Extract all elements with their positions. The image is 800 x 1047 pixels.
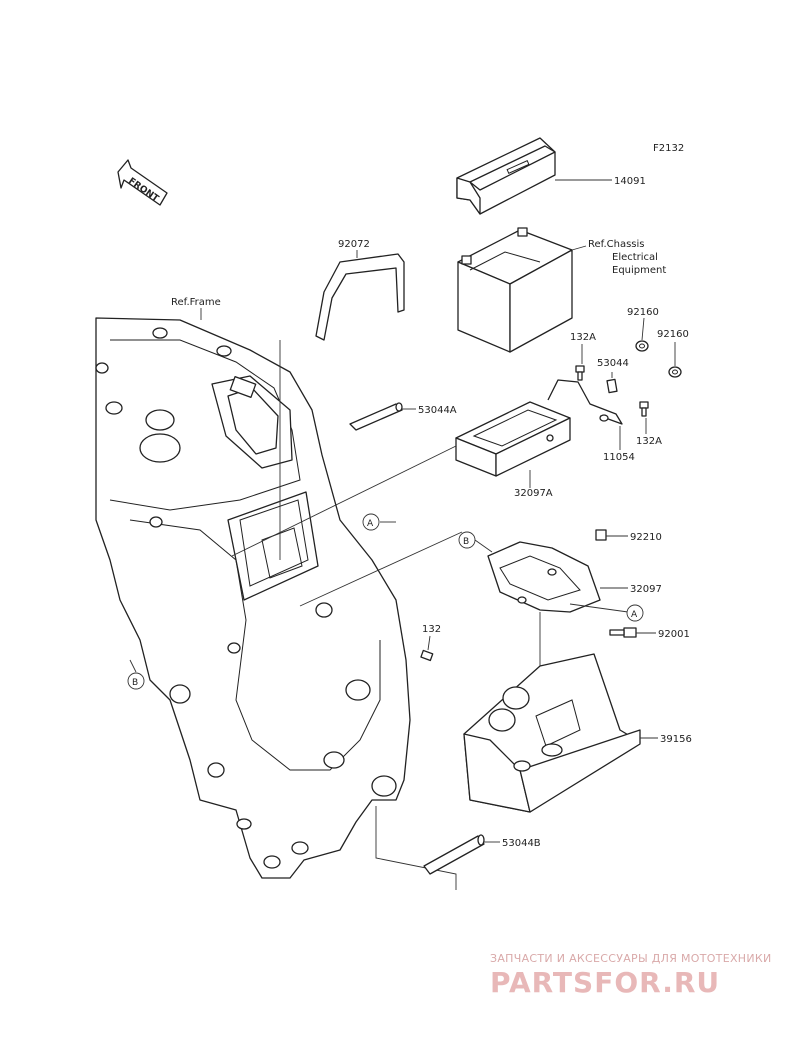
part-label-53044: 53044 xyxy=(597,358,629,369)
part-label-32097: 32097 xyxy=(630,584,662,595)
part-label-14091: 14091 xyxy=(614,176,646,187)
clip-92210 xyxy=(595,529,607,541)
grommet-92160-b xyxy=(668,366,682,378)
callout-b-frame xyxy=(127,672,145,690)
watermark-tagline: ЗАПЧАСТИ И АКСЕССУАРЫ ДЛЯ МОТОТЕХНИКИ xyxy=(490,952,772,965)
part-label-132A-bottom: 132A xyxy=(636,436,662,447)
part-label-92160-a: 92160 xyxy=(627,307,659,318)
battery-strap-92072 xyxy=(315,253,405,341)
ref-frame-label: Ref.Frame xyxy=(171,297,221,308)
battery-tray-32097A xyxy=(455,379,623,477)
part-label-39156: 39156 xyxy=(660,734,692,745)
motorcycle-frame xyxy=(95,317,411,879)
ref-chassis-line1: Ref.Chassis xyxy=(588,239,644,250)
bolt-132 xyxy=(420,649,434,662)
bracket-32097 xyxy=(487,541,601,613)
part-label-92210: 92210 xyxy=(630,532,662,543)
grommet-92160-a xyxy=(635,340,649,352)
battery-cover-14091 xyxy=(456,137,556,215)
part-label-32097A: 32097A xyxy=(514,488,553,499)
callout-a-bracket xyxy=(626,604,644,622)
callout-a-frame xyxy=(362,513,380,531)
ref-chassis-line2: Electrical xyxy=(612,252,658,263)
callout-a-bracket-label: A xyxy=(631,610,638,620)
part-label-92001: 92001 xyxy=(658,629,690,640)
rod-53044B xyxy=(423,834,485,875)
part-label-53044B: 53044B xyxy=(502,838,541,849)
bolt-132A-bottom xyxy=(639,401,649,417)
watermark-brand: PARTSFOR.RU xyxy=(490,966,720,999)
battery xyxy=(457,227,573,353)
part-label-92160-b: 92160 xyxy=(657,329,689,340)
ref-chassis-line3: Equipment xyxy=(612,265,666,276)
part-label-53044A: 53044A xyxy=(418,405,457,416)
bolt-132A-top xyxy=(575,365,585,381)
bolt-92001 xyxy=(609,627,637,638)
rod-53044A xyxy=(349,402,403,431)
part-label-11054: 11054 xyxy=(603,452,635,463)
battery-case-39156 xyxy=(463,653,641,813)
part-label-132A-top: 132A xyxy=(570,332,596,343)
front-arrow-icon: FRONT xyxy=(117,159,168,206)
callout-b-bracket-label: B xyxy=(463,537,469,547)
part-label-132: 132 xyxy=(422,624,441,635)
callout-b-frame-label: B xyxy=(132,678,138,688)
part-label-92072: 92072 xyxy=(338,239,370,250)
figure-id: F2132 xyxy=(653,143,684,154)
callout-a-frame-label: A xyxy=(367,519,374,529)
clip-53044 xyxy=(606,378,618,394)
